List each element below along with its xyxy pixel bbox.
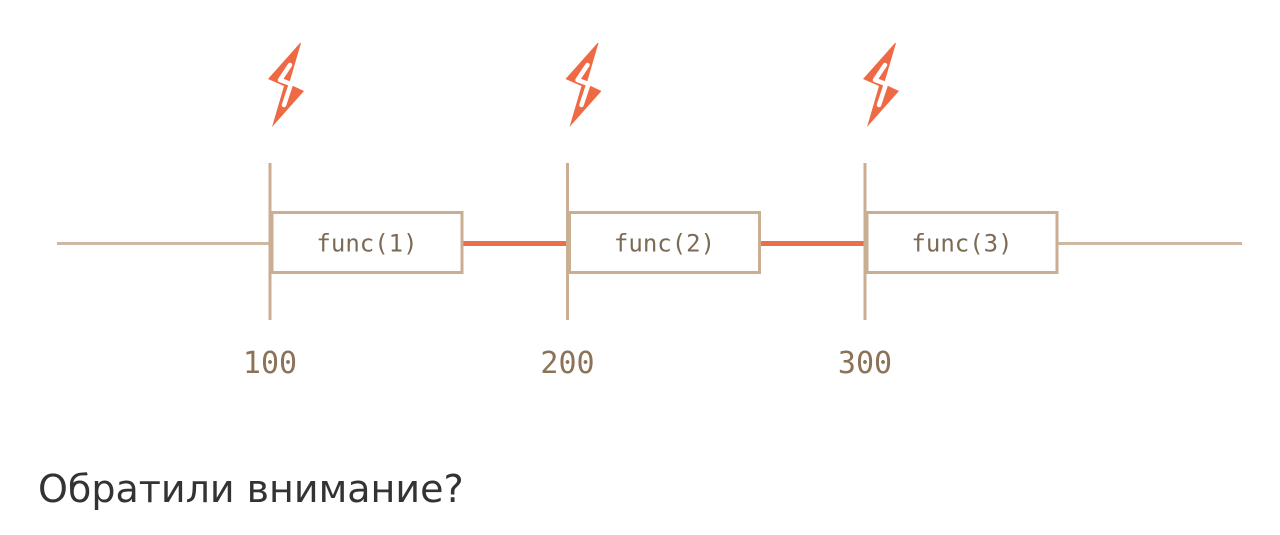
lightning-bolt-inner xyxy=(277,62,294,108)
call-label: func(2) xyxy=(614,230,715,258)
call-group-3: func(3) 300 xyxy=(838,43,1059,381)
call-group-1: func(1) 100 xyxy=(243,43,464,381)
tick-label: 300 xyxy=(838,346,892,381)
lightning-bolt-inner xyxy=(872,62,889,108)
lightning-icon xyxy=(565,43,602,127)
lightning-icon xyxy=(863,43,899,127)
lightning-icon xyxy=(268,43,304,127)
function-calls: func(1) 100 func(2) 200 func(3) 300 xyxy=(243,43,1059,381)
lightning-bolt-fill xyxy=(863,43,899,127)
tick-label: 100 xyxy=(243,346,297,381)
tick-label: 200 xyxy=(540,346,594,381)
call-label: func(1) xyxy=(316,230,417,258)
call-box xyxy=(568,211,761,274)
lightning-bolt-inner xyxy=(575,62,591,108)
timeline-diagram: func(1) 100 func(2) 200 func(3) 300 xyxy=(57,43,1242,381)
call-label: func(3) xyxy=(911,230,1012,258)
caption-text: Обратили внимание? xyxy=(38,467,464,511)
lightning-bolt-fill xyxy=(268,43,304,127)
call-box xyxy=(270,211,464,274)
lightning-bolt-fill xyxy=(565,43,602,127)
call-box xyxy=(865,211,1059,274)
call-group-2: func(2) 200 xyxy=(540,43,761,381)
